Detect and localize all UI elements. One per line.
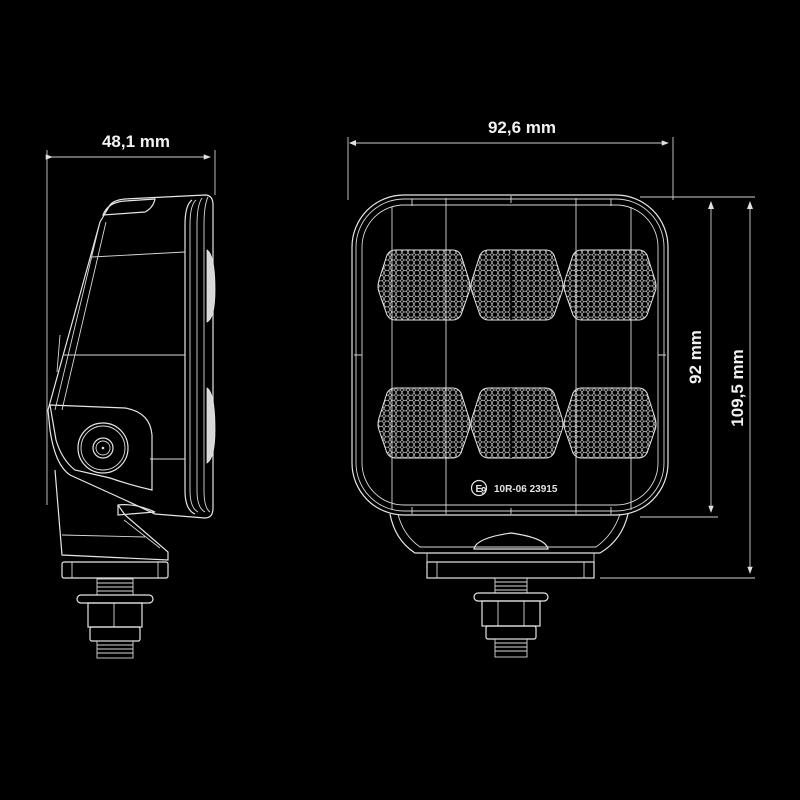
- led-module-6: [563, 387, 657, 459]
- approval-mark: E 9 10R-06 23915: [470, 479, 558, 497]
- dimension-label-total-height: 109,5 mm: [728, 349, 747, 427]
- dimension-label-front-height: 92 mm: [686, 330, 705, 384]
- led-modules: [377, 249, 657, 459]
- dimension-front-width: 92,6 mm: [347, 118, 674, 200]
- e-mark-icon: [470, 479, 488, 497]
- dimension-total-height: 109,5 mm: [600, 196, 755, 579]
- led-module-1: [377, 249, 471, 321]
- led-module-3: [563, 249, 657, 321]
- front-mount-bolt: [473, 577, 549, 658]
- led-module-4: [377, 387, 471, 459]
- dimension-side-depth: 48,1 mm: [45, 132, 216, 505]
- approval-number: 10R-06 23915: [494, 484, 558, 495]
- lens-bulge-lower: [206, 387, 216, 464]
- dimension-front-height: 92 mm: [640, 196, 718, 518]
- svg-text:E: E: [476, 484, 483, 495]
- led-module-2: [470, 249, 564, 321]
- lens-bulge-upper: [206, 249, 216, 323]
- dimension-label-front-width: 92,6 mm: [488, 118, 556, 137]
- dimension-label-side-depth: 48,1 mm: [102, 132, 170, 151]
- bracket-hub: [473, 532, 549, 550]
- svg-text:9: 9: [481, 486, 487, 497]
- front-view: 92,6 mm 92 mm 109,5 mm: [347, 118, 755, 658]
- led-module-5: [470, 387, 564, 459]
- side-view: 48,1 mm: [45, 132, 216, 659]
- side-mount-bolt: [76, 578, 154, 659]
- front-housing: [351, 194, 669, 516]
- adjustment-knob: [77, 422, 129, 474]
